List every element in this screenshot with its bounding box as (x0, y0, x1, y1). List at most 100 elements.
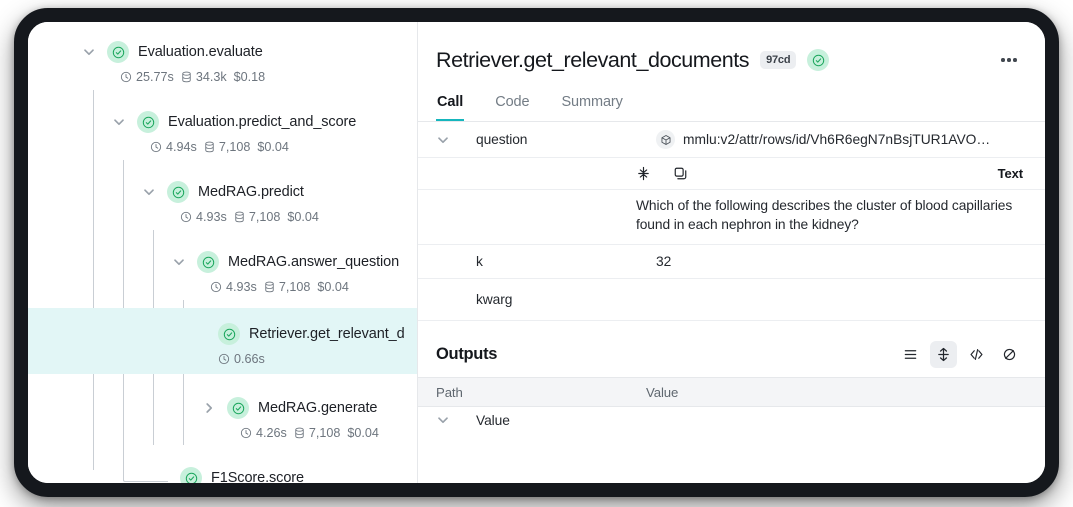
expand-vertical-icon[interactable] (930, 340, 957, 368)
tokens-value: 7,108 (308, 426, 341, 440)
list-view-icon[interactable] (897, 341, 924, 368)
tree-guide-line (93, 90, 94, 470)
input-row-question[interactable]: question mmlu:v2/attr/rows/id/Vh6R6egN7n… (418, 122, 1045, 158)
chevron-down-icon[interactable] (110, 113, 128, 131)
success-check-icon (180, 467, 202, 483)
cube-icon (656, 130, 675, 149)
outputs-table-header: Path Value (418, 377, 1045, 407)
copy-icon[interactable] (673, 166, 688, 181)
duration-value: 25.77s (136, 70, 174, 84)
database-icon (182, 71, 191, 83)
success-check-icon (107, 41, 129, 63)
column-header-path: Path (436, 384, 463, 400)
clock-icon (218, 353, 230, 365)
app-window-frame: Evaluation.evaluate 25.77s 34.3k $0.18 (14, 8, 1059, 497)
tree-node-metrics: 4.93s 7,108 $0.04 (210, 280, 349, 294)
duration-metric: 4.93s (210, 280, 257, 294)
outputs-view-toolbar[interactable] (897, 340, 1023, 368)
tree-node-row[interactable]: MedRAG.answer_question (170, 250, 399, 274)
tokens-metric: 34.3k (181, 70, 227, 84)
cost-value: $0.18 (233, 70, 266, 84)
more-horizontal-icon[interactable] (995, 52, 1023, 68)
chevron-right-icon[interactable] (200, 399, 218, 417)
tree-node-metrics: 4.26s 7,108 $0.04 (240, 426, 379, 440)
tree-node[interactable]: MedRAG.predict 4.93s 7,108 $0.04 (28, 176, 417, 236)
cost-value: $0.04 (287, 210, 319, 224)
detail-tabs[interactable]: Call Code Summary (418, 88, 1045, 122)
page-title: Retriever.get_relevant_documents (436, 47, 750, 72)
success-check-icon (218, 323, 240, 345)
duration-value: 4.93s (226, 280, 257, 294)
trace-id-badge: 97cd (760, 51, 797, 69)
input-key: k (476, 254, 483, 269)
code-view-icon[interactable] (963, 341, 990, 368)
collapse-vertical-icon[interactable] (636, 166, 651, 181)
chevron-down-icon[interactable] (436, 133, 476, 147)
tree-node[interactable]: F1Score.score (28, 464, 417, 483)
outputs-title: Outputs (436, 344, 498, 363)
duration-metric: 25.77s (120, 70, 174, 84)
tree-node-label: MedRAG.generate (258, 400, 378, 416)
tree-node-label: Evaluation.evaluate (138, 44, 263, 60)
table-cell-path: Value (476, 412, 510, 428)
cost-value: $0.04 (317, 280, 349, 294)
tree-elbow-connector (123, 422, 168, 482)
tree-node-row[interactable]: Evaluation.evaluate (80, 40, 263, 64)
outputs-header: Outputs (418, 331, 1045, 377)
duration-value: 4.94s (166, 140, 197, 154)
chevron-down-icon[interactable] (170, 253, 188, 271)
tree-node[interactable]: Evaluation.evaluate 25.77s 34.3k $0.18 (28, 36, 417, 96)
database-icon (265, 281, 274, 293)
text-viewer-toolbar[interactable]: Text (418, 158, 1045, 190)
tab-code[interactable]: Code (495, 94, 530, 110)
tree-node[interactable]: MedRAG.answer_question 4.93s 7,108 $0.04 (28, 246, 417, 306)
clock-icon (180, 211, 192, 223)
call-detail-panel: Retriever.get_relevant_documents 97cd Ca… (418, 22, 1045, 483)
tree-node-row[interactable]: F1Score.score (180, 466, 304, 483)
input-ref-value: mmlu:v2/attr/rows/id/Vh6R6egN7nBsjTUR1AV… (683, 132, 991, 147)
tree-node[interactable]: Evaluation.predict_and_score 4.94s 7,108… (28, 106, 417, 166)
clock-icon (240, 427, 252, 439)
detail-header: Retriever.get_relevant_documents 97cd (418, 22, 1045, 80)
chevron-down-icon[interactable] (436, 413, 476, 427)
tree-node-label: MedRAG.predict (198, 184, 304, 200)
chevron-down-icon[interactable] (80, 43, 98, 61)
tokens-value: 7,108 (218, 140, 251, 154)
input-row-kwarg[interactable]: kwarg (418, 279, 1045, 321)
tokens-metric: 7,108 (234, 210, 280, 224)
tab-summary[interactable]: Summary (561, 94, 623, 110)
hide-icon[interactable] (996, 341, 1023, 368)
input-value: 32 (656, 254, 672, 269)
chevron-down-icon[interactable] (140, 183, 158, 201)
clock-icon (150, 141, 162, 153)
tree-node[interactable]: MedRAG.generate 4.26s 7,108 $0.04 (28, 382, 417, 442)
tree-node-selected[interactable]: Retriever.get_relevant_d 0.66s (28, 308, 417, 374)
input-key: question (476, 132, 528, 147)
clock-icon (120, 71, 132, 83)
input-key: kwarg (476, 292, 513, 307)
tree-node-metrics: 4.94s 7,108 $0.04 (150, 140, 289, 154)
success-check-icon (167, 181, 189, 203)
tree-node-metrics: 4.93s 7,108 $0.04 (180, 210, 319, 224)
tokens-value: 7,108 (278, 280, 311, 294)
trace-tree-panel[interactable]: Evaluation.evaluate 25.77s 34.3k $0.18 (28, 22, 418, 483)
tree-node-row[interactable]: MedRAG.predict (140, 180, 304, 204)
tokens-value: 34.3k (195, 70, 227, 84)
success-check-icon (227, 397, 249, 419)
success-check-icon (807, 49, 830, 71)
tab-call[interactable]: Call (436, 88, 465, 121)
tree-node-label: MedRAG.answer_question (228, 254, 400, 270)
tree-node-row[interactable]: Retriever.get_relevant_d (218, 322, 405, 346)
tree-node-row[interactable]: MedRAG.generate (200, 396, 378, 420)
text-format-label: Text (997, 166, 1023, 181)
duration-value: 0.66s (234, 352, 265, 366)
database-icon (205, 141, 214, 153)
cost-value: $0.04 (347, 426, 379, 440)
input-row-k[interactable]: k 32 (418, 245, 1045, 279)
tree-node-metrics: 25.77s 34.3k $0.18 (120, 70, 265, 84)
clock-icon (210, 281, 222, 293)
table-row[interactable]: Value (418, 407, 1045, 433)
tree-node-row[interactable]: Evaluation.predict_and_score (110, 110, 356, 134)
duration-value: 4.93s (196, 210, 227, 224)
question-text-body: Which of the following describes the clu… (418, 190, 1045, 245)
